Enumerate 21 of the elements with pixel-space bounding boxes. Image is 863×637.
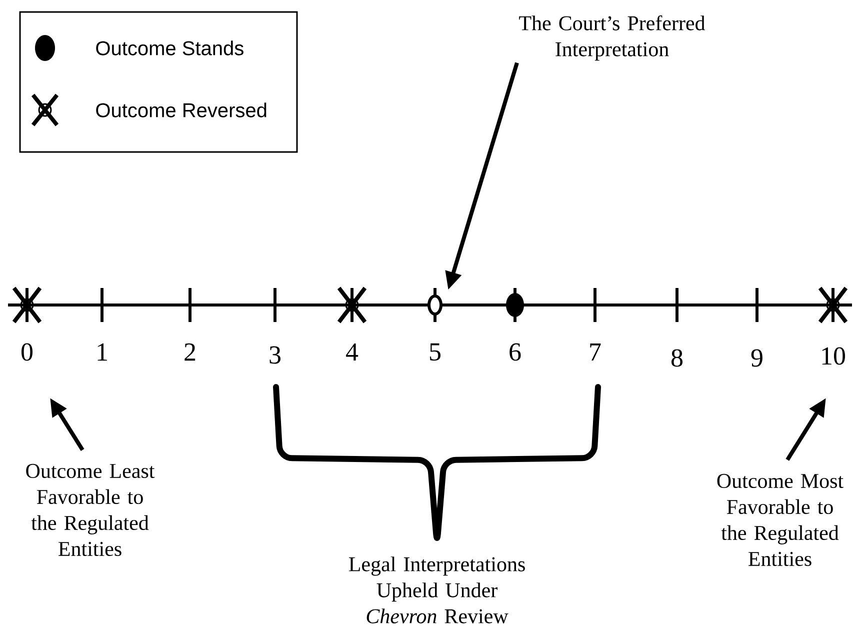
reversed-marker bbox=[818, 286, 848, 324]
tick-number: 5 bbox=[430, 343, 440, 361]
open-marker bbox=[428, 294, 442, 316]
tick-number: 3 bbox=[270, 346, 280, 364]
reversed-marker bbox=[12, 286, 42, 324]
tick-number: 6 bbox=[510, 343, 521, 361]
bracket-text: Legal Interpretations Upheld Under Chevron Review bbox=[349, 556, 525, 624]
callout-text: Outcome Least Favorable to the Regulated Entities bbox=[26, 464, 155, 556]
reversed-marker bbox=[337, 286, 367, 324]
callout-text: Outcome Most Favorable to the Regulated Entities bbox=[717, 474, 844, 566]
tick-number: 4 bbox=[346, 343, 358, 361]
tick-number: 1 bbox=[98, 343, 107, 361]
tick-number: 2 bbox=[184, 343, 196, 361]
legend-text: Outcome Stands bbox=[96, 40, 244, 56]
tick-number: 9 bbox=[751, 349, 762, 367]
legend-text: Outcome Reversed bbox=[96, 102, 266, 118]
filled-marker bbox=[506, 293, 524, 317]
tick-number: 7 bbox=[590, 343, 601, 360]
callout-text: The Court’s Preferred Interpretation bbox=[519, 15, 706, 61]
tick-number: 8 bbox=[672, 349, 683, 367]
tick-number: 10 bbox=[822, 347, 845, 365]
